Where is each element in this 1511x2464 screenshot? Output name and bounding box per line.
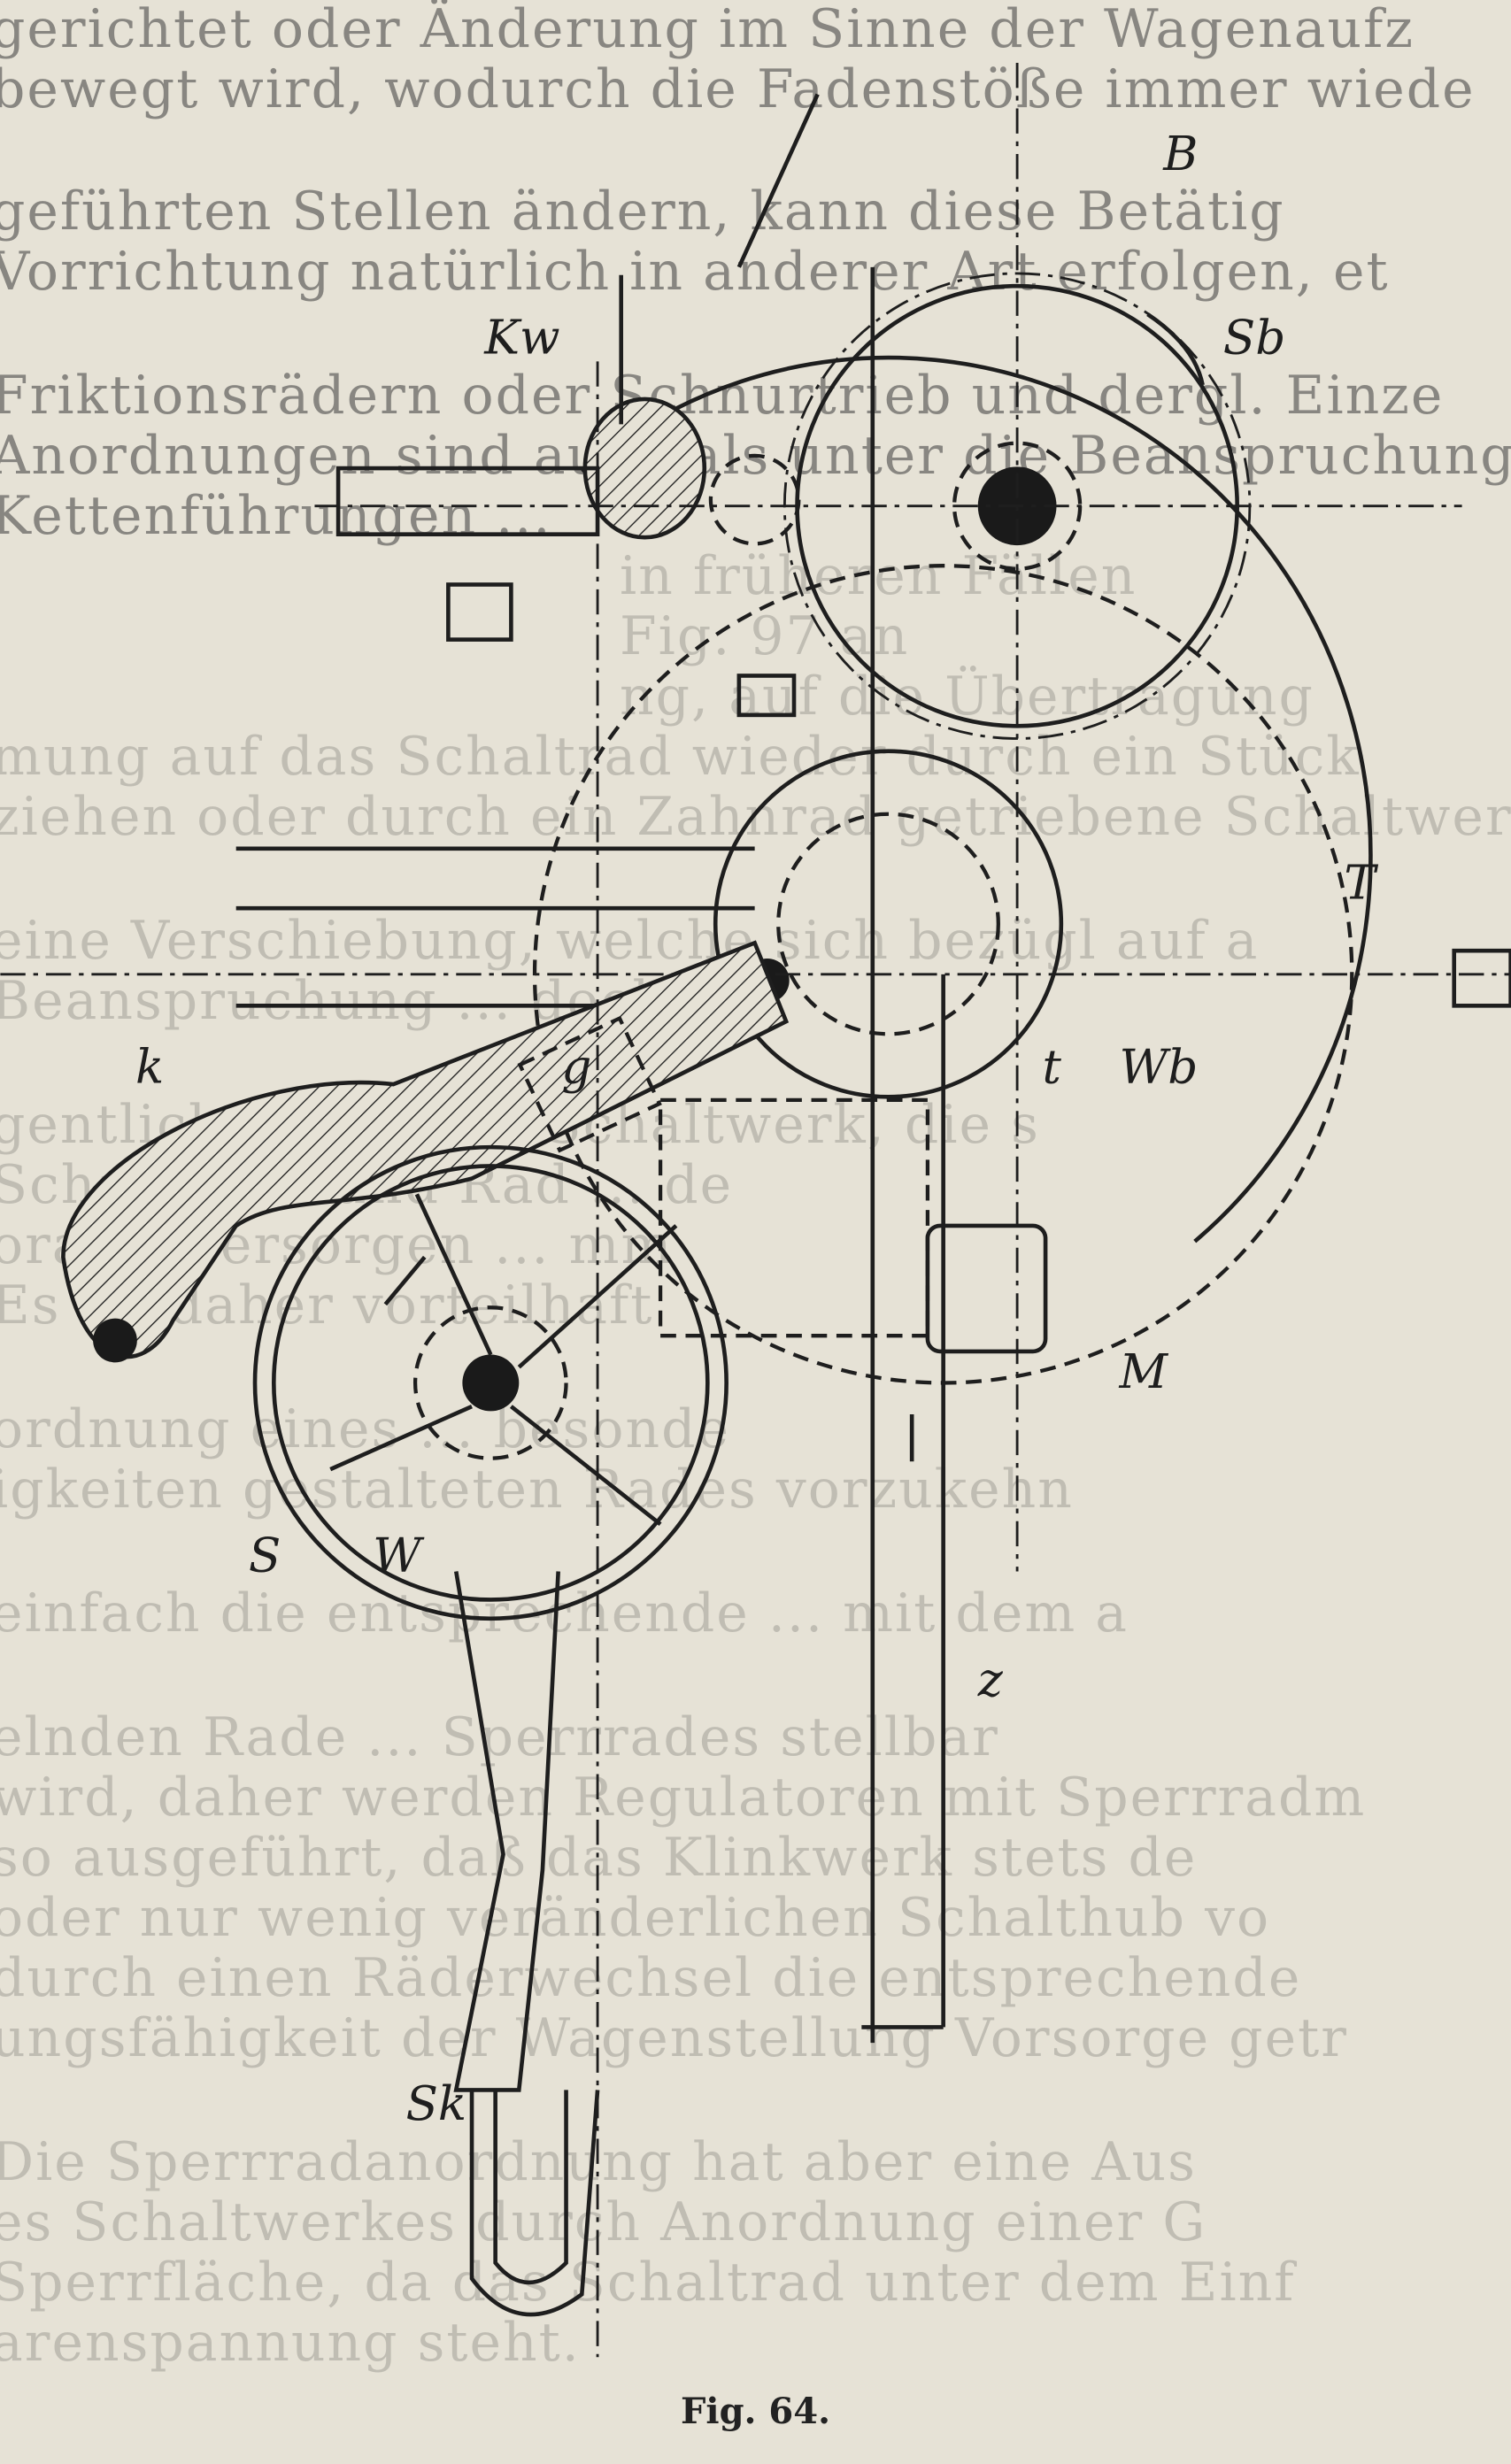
faint-line: es Schaltwerkes durch Anordnung einer G bbox=[0, 2191, 1207, 2253]
faint-line: einfach die entsprechende ... mit dem a bbox=[0, 1582, 1129, 1644]
faint-line: oder nur wenig veränderlichen Schalthub … bbox=[0, 1887, 1271, 1949]
text-line: Vorrichtung natürlich in anderer Art erf… bbox=[0, 241, 1390, 303]
faint-line: eine Verschiebung, welche sich bezügl au… bbox=[0, 910, 1260, 972]
faint-line: ungsfähigkeit der Wagenstellung Vorsorge… bbox=[0, 2007, 1348, 2069]
roller-Kw bbox=[582, 397, 707, 540]
figure-caption: Fig. 64. bbox=[680, 2391, 830, 2432]
label-W: W bbox=[373, 1528, 425, 1583]
label-M: M bbox=[1119, 1344, 1169, 1399]
faint-line: Fig. 97 an bbox=[620, 605, 910, 667]
wheel-B bbox=[580, 355, 1373, 1244]
faint-line: ziehen oder durch ein Zahnrad getriebene… bbox=[0, 786, 1511, 848]
wheel-Wb bbox=[713, 749, 1064, 1099]
label-S: S bbox=[249, 1528, 281, 1583]
crank-handle bbox=[453, 1571, 600, 2317]
faint-line: ordnung eines ... besonde bbox=[0, 1398, 731, 1460]
label-t: t bbox=[1043, 1039, 1062, 1094]
label-T: T bbox=[1344, 856, 1378, 911]
handwheel-S bbox=[252, 1144, 729, 1621]
label-Wb: Wb bbox=[1120, 1039, 1199, 1094]
label-k: k bbox=[135, 1039, 164, 1094]
label-Sb: Sb bbox=[1223, 310, 1286, 365]
label-Sk: Sk bbox=[405, 2076, 466, 2131]
handwheel-axle bbox=[462, 1354, 520, 1412]
text-line: gerichtet oder Änderung im Sinne der Wag… bbox=[0, 0, 1415, 60]
faint-line: elnden Rade ... Sperrrades stellbar bbox=[0, 1706, 999, 1768]
label-g: g bbox=[561, 1039, 591, 1094]
text-line: geführten Stellen ändern, kann diese Bet… bbox=[0, 181, 1285, 243]
faint-line: durch einen Räderwechsel die entsprechen… bbox=[0, 1947, 1302, 2009]
faint-line: arenspannung steht. bbox=[0, 2312, 581, 2374]
faint-line: Sperrfläche, da das Schaltrad unter dem … bbox=[0, 2252, 1296, 2314]
faint-line: mung auf das Schaltrad wieder durch ein … bbox=[0, 726, 1361, 788]
label-z: z bbox=[977, 1652, 1004, 1707]
label-Kw: Kw bbox=[483, 310, 559, 365]
faint-line: wird, daher werden Regulatoren mit Sperr… bbox=[0, 1767, 1367, 1829]
faint-line: igkeiten gestalteten Rades vorzukehn bbox=[0, 1459, 1074, 1521]
faint-line: ng, auf die Übertragung bbox=[620, 666, 1314, 728]
faint-line: in früheren Fällen bbox=[620, 545, 1137, 607]
lever-pivot bbox=[93, 1318, 137, 1363]
label-B: B bbox=[1162, 127, 1198, 181]
text-line: bewegt wird, wodurch die Fadenstöße imme… bbox=[0, 58, 1476, 120]
